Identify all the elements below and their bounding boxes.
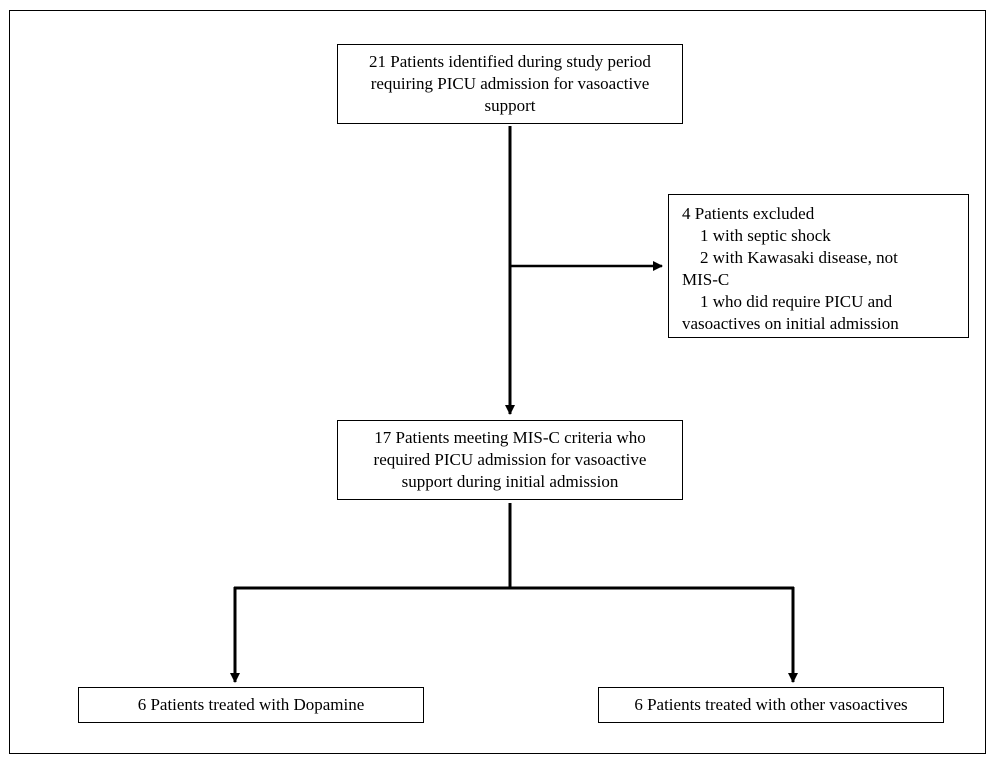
mis-c-line-1: 17 Patients meeting MIS-C criteria who: [374, 428, 646, 447]
identified-line-2: requiring PICU admission for vasoactive: [370, 74, 650, 93]
excluded-patients-box: 4 Patients excluded 1 with septic shock …: [668, 194, 969, 338]
excluded-item: 2 with Kawasaki disease, not: [700, 248, 898, 267]
identified-patients-box: 21 Patients identified during study peri…: [337, 44, 683, 124]
excluded-item: 1 who did require PICU and: [700, 292, 893, 311]
figure-frame: [9, 10, 986, 754]
excluded-heading: 4 Patients excluded: [682, 204, 815, 223]
identified-line-3: support: [484, 96, 536, 115]
dopamine-group-label: 6 Patients treated with Dopamine: [137, 695, 365, 714]
mis-c-line-2: required PICU admission for vasoactive: [373, 450, 647, 469]
excluded-item-continuation: vasoactives on initial admission: [682, 314, 899, 333]
mis-c-line-3: support during initial admission: [401, 472, 619, 491]
other-vasoactives-group-box: 6 Patients treated with other vasoactive…: [598, 687, 944, 723]
other-vasoactives-group-label: 6 Patients treated with other vasoactive…: [634, 695, 908, 714]
excluded-item-continuation: MIS-C: [682, 270, 730, 289]
mis-c-patients-box: 17 Patients meeting MIS-C criteria who r…: [337, 420, 683, 500]
excluded-item: 1 with septic shock: [700, 226, 831, 245]
dopamine-group-box: 6 Patients treated with Dopamine: [78, 687, 424, 723]
identified-line-1: 21 Patients identified during study peri…: [369, 52, 651, 71]
